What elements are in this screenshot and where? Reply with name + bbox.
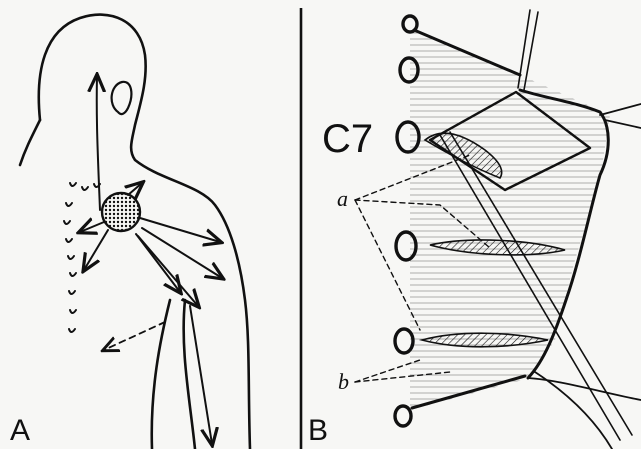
arrow-right-1	[140, 218, 220, 242]
label-b: b	[338, 369, 349, 394]
label-a: a	[337, 186, 348, 211]
nerve-right-2	[605, 120, 641, 128]
nerve-right-1	[600, 104, 641, 115]
panel-b: C7 a b B	[308, 10, 641, 449]
panel-a: A	[10, 15, 250, 449]
head-outline	[39, 15, 250, 449]
arrow-up-shoulder	[128, 183, 142, 195]
panel-a-letter: A	[10, 414, 30, 447]
trigger-point	[102, 193, 140, 231]
ear	[112, 82, 132, 114]
back-outline	[20, 120, 40, 165]
nerve-line-top	[518, 10, 530, 88]
arm-inner-line-1	[152, 300, 170, 449]
arrow-up-neck	[97, 76, 100, 210]
vertebra-6	[395, 406, 411, 426]
arrow-right-2	[142, 228, 222, 278]
scalene-area	[410, 30, 610, 410]
tick-marks	[64, 183, 100, 332]
arrow-left-1	[80, 222, 104, 232]
panel-b-letter: B	[308, 414, 328, 447]
arrow-dashed	[104, 322, 165, 350]
arrow-down-2	[138, 236, 198, 306]
vertebra-c7-label: C7	[322, 117, 373, 161]
nerve-line-top-2	[524, 12, 538, 90]
arrow-left-2	[84, 230, 108, 270]
